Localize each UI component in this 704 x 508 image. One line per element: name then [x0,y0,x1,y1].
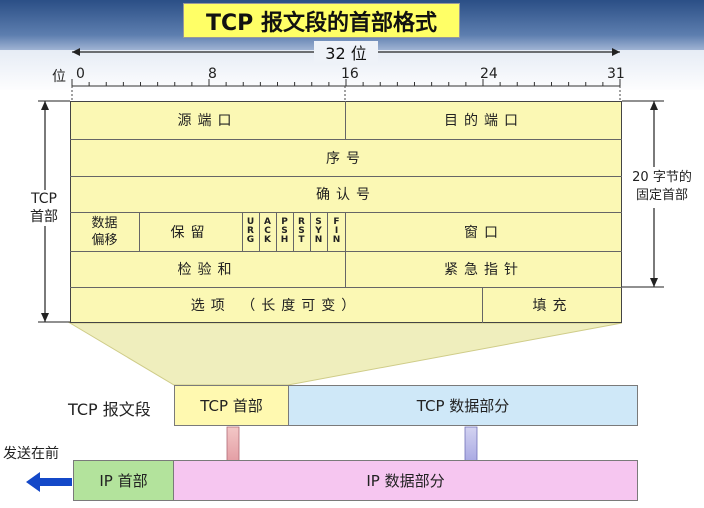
field-sequence-number: 序号 [326,150,366,167]
field-data-offset: 数据 偏移 [70,212,139,251]
col-divider-row4-window [345,212,346,251]
field-options: 选项 （长度可变） [190,298,362,314]
ruler-tick-label-31: 31 [607,66,625,82]
tcp-header-segment: TCP 首部 [174,385,289,426]
row-divider-1 [70,139,622,140]
width-label: 32 位 [314,41,378,63]
field-dest-port: 目的端口 [444,113,524,129]
left-span-top-head [41,101,49,110]
field-reserved: 保留 [170,224,211,241]
send-direction-arrow-icon [26,472,72,492]
side-right-line-2: 固定首部 [635,188,688,203]
col-divider-row1 [345,101,346,139]
ruler-ticks [71,79,621,86]
data-offset-line-1: 数据 [91,215,118,231]
col-divider-flag-4 [310,212,311,251]
ruler-tick-label-16: 16 [341,66,359,82]
col-divider-row6 [482,287,483,323]
width-arrow-left-head [72,48,80,56]
field-source-port: 源端口 [177,113,238,129]
col-divider-row4-offset [139,212,140,251]
data-offset-line-2: 偏移 [91,232,118,248]
row-divider-3 [70,212,622,213]
send-first-label: 发送在前 [3,446,59,462]
col-divider-row4-reserved [242,212,243,251]
field-window: 窗口 [464,224,504,241]
side-left-line-1: TCP [31,191,57,207]
width-arrow-right-head [612,48,620,56]
row-divider-5 [70,287,622,288]
ruler-tick-label-0: 0 [76,66,85,82]
col-divider-flag-1 [259,212,260,251]
field-checksum: 检验和 [177,262,238,278]
col-divider-flag-3 [293,212,294,251]
row-divider-4 [70,251,622,252]
col-divider-flag-5 [327,212,328,251]
side-right-line-1: 20 字节的 [632,170,692,185]
fixed-header-side-label: 20 字节的 固定首部 [623,169,701,205]
ip-header-segment: IP 首部 [73,460,174,501]
field-ack-number: 确认号 [316,187,376,203]
col-divider-flag-2 [276,212,277,251]
right-span-top-head [650,101,658,110]
tcp-data-segment: TCP 数据部分 [288,385,638,426]
col-divider-row5 [345,251,346,287]
field-padding: 填充 [532,298,573,314]
ruler-tick-label-8: 8 [208,66,217,82]
ip-data-segment: IP 数据部分 [173,460,638,501]
page-title: TCP 报文段的首部格式 [183,3,460,38]
left-span-bottom-head [41,313,49,322]
tcp-segment-label: TCP 报文段 [68,400,151,419]
ruler-unit-label: 位 [52,69,66,85]
field-urgent-pointer: 紧急指针 [444,262,524,278]
ruler-tick-label-24: 24 [480,66,498,82]
right-span-bottom-head [650,278,658,287]
side-left-line-2: 首部 [30,209,58,225]
tcp-header-side-label: TCP 首部 [18,190,70,226]
row-divider-2 [70,176,622,177]
